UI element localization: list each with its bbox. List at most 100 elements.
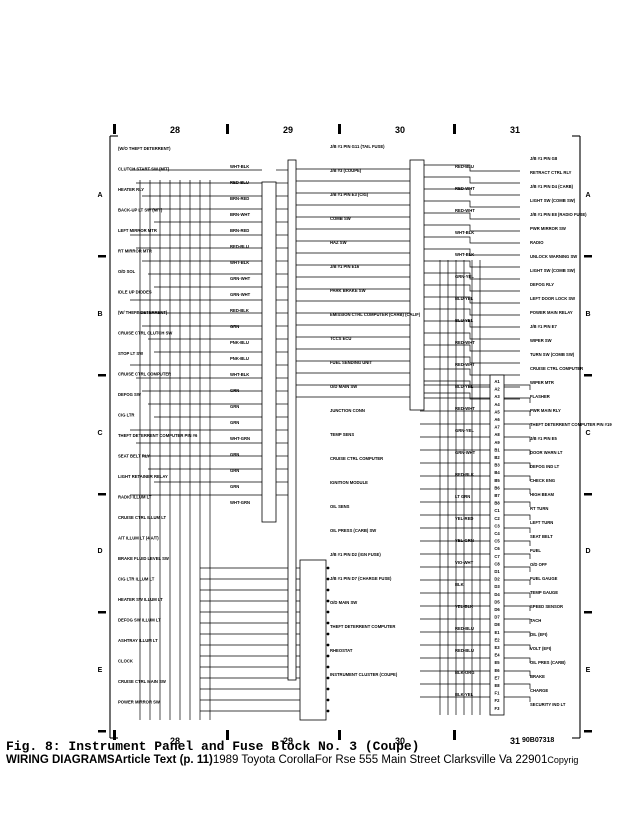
component-label-heater-rly: HEATER RLY [118,187,144,192]
cluster-pin-label: B6 [494,485,500,490]
wire [504,514,531,520]
wire-node [326,687,330,691]
wire-color-label: BLK [455,582,464,587]
wire [504,566,531,572]
component-label-oil-press: OIL PRESS (CARB) SW [330,528,376,533]
component-label-cruise-clutch-sw: CRUISE CTRL CLUTCH SW [118,331,172,336]
component-label-cig-lighter: CIG LTR [118,413,134,418]
wire-color-label: GRN [230,452,239,457]
wire-color-label: BRN-RED [230,196,249,201]
component-label-jb1-pin-d4: J/B #1 PIN D4 (CARB) [530,184,574,189]
wire-color-label: BLK-YEL [455,692,474,697]
cluster-pin-label: D4 [494,592,500,597]
component-label-fuel: FUEL [530,548,541,553]
component-label-pwr-main-rly: PWR MAIN RLY [530,408,561,413]
wire [504,410,531,416]
zone-row-left-label: A [97,192,102,199]
component-label-power-main-relay: POWER MAIN RELAY [530,310,573,315]
zone-row-left-label: D [97,548,102,555]
component-label-rheostat: RHEOSTAT [330,648,353,653]
zone-tick [98,374,106,377]
wire-color-label: GRN [230,468,239,473]
zone-tick [226,124,229,134]
wire-node [326,654,330,658]
zone-row-right-label: C [585,430,590,437]
component-label-fuel-gauge: FUEL GAUGE [530,576,558,581]
wire-color-label: WHT-BLK [455,252,474,257]
wire-color-label: PNK-BLU [230,356,249,361]
component-label-retract-ctrl-rly: RETRACT CTRL RLY [530,170,572,175]
wire [504,579,531,585]
wire [424,332,520,340]
component-label-emission-ctrl: EMISSION CTRL COMPUTER (CARB) (CALIF) [330,312,421,317]
cluster-pin-label: C1 [494,508,500,513]
component-label-jb1-pin-d2: J/B #1 PIN D2 (IGN FUSE) [330,552,381,557]
component-label-turn-sw: TURN SW (COMB SW) [530,352,575,357]
zone-tick [338,730,341,740]
wire [424,164,520,172]
component-label-left-turn: LEFT TURN [530,520,553,525]
wire-color-label: WHT-GRN [230,500,250,505]
cluster-pin-label: B8 [494,501,500,506]
component-label-jb1-pin-d7: J/B #1 PIN D7 (CHARGE FUSE) [330,576,392,581]
cluster-pin-label: B2 [494,455,500,460]
component-label-defog-illum: DEFOG SW ILLUM LT [118,618,161,623]
wire-color-label: GRN [230,388,239,393]
cluster-pin-label: C2 [494,516,500,521]
wire-color-label: WHT-BLK [230,260,249,265]
component-label-cruise-computer-r: CRUISE CTRL COMPUTER [530,366,583,371]
wire-color-label: GRN-WHT [230,276,251,281]
component-label-oil-sens: OIL SENS [330,504,350,509]
cluster-pin-label: D8 [494,622,500,627]
wire [424,200,520,208]
wire [504,644,531,650]
wire-color-label: GRN-YEL [455,274,474,279]
component-label-security-ind: SECURITY IND LT [530,702,566,707]
wire-color-label: RED-BLK [230,308,249,313]
cluster-pin-label: D6 [494,607,500,612]
cluster-pin-label: D3 [494,584,500,589]
zone-row-right-label: A [585,192,590,199]
component-label-power-mirror-sw: POWER MIRROR SW [118,700,160,705]
component-label-door-warn-lt: DOOR WARN LT [530,450,563,455]
component-label-cruise-computer-2: CRUISE CTRL COMPUTER [330,456,383,461]
component-label-theft-computer: THEFT DETERRENT COMPUTER PIN #6 [118,433,198,438]
component-label-defog-rly: DEFOG RLY [530,282,554,287]
wire-node [326,632,330,636]
cluster-pin-label: A8 [494,432,500,437]
component-label-comb-sw: COMB SW [330,216,351,221]
figure-caption: Fig. 8: Instrument Panel and Fuse Block … [6,739,420,754]
cluster-pin-label: D1 [494,569,500,574]
component-label-cruise-computer: CRUISE CTRL COMPUTER [118,372,171,377]
wire [504,527,531,533]
cluster-pin-label: C3 [494,523,500,528]
cluster-pin-label: D2 [494,577,500,582]
wire [424,308,520,316]
component-label-cruise-illum: CRUISE CTRL ILLUM LT [118,515,166,520]
component-label-oil-press-carb: OIL PRES (CARB) [530,660,566,665]
wire-node [326,621,330,625]
zone-row-left-label: B [97,311,102,318]
wire [504,501,531,507]
wire [424,320,520,328]
cluster-pin-label: E6 [494,668,500,673]
component-label-temp-gauge: TEMP GAUGE [530,590,558,595]
component-label-temp-sens: TEMP SENS [330,432,354,437]
wire-color-label: BRN-WHT [230,212,250,217]
component-label-wiper-sw: WIPER SW [530,338,552,343]
wire-color-label: RED-BLU [230,244,249,249]
component-labels-center: J/B #1 PIN G11 (TAIL FUSE)J/B #3 (COUPE)… [330,144,421,677]
zone-row-right-label: D [585,548,590,555]
cluster-pin-label: F2 [495,698,501,703]
wire-color-label: VIO-WHT [455,560,474,565]
zone-rows-left: A B C D E [97,192,106,733]
cluster-pin-label: E2 [494,637,500,642]
wire [504,605,531,611]
zone-row-left-label: E [98,667,103,674]
component-label-theft: (W/O THEFT DETERRENT) [118,146,171,151]
zone-row-left-label: C [97,430,102,437]
wire-node [326,643,330,647]
wire [424,248,520,256]
wire-color-label: GRN [230,324,239,329]
